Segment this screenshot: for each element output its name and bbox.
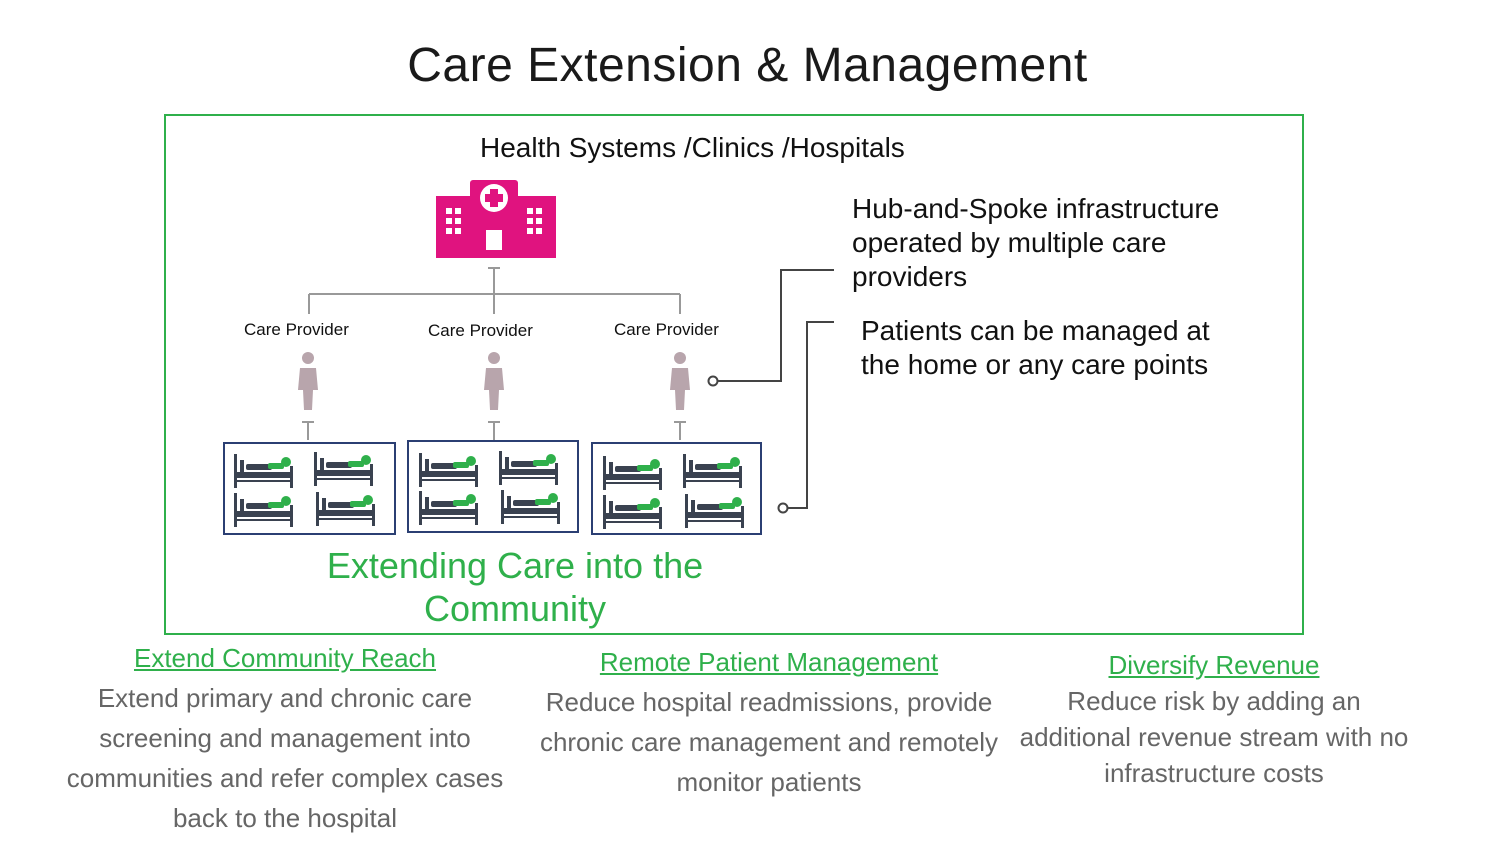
benefit-body-diversify-revenue: Reduce risk by adding an additional reve… <box>1019 686 1409 788</box>
bed-patient-icon <box>603 454 744 529</box>
benefit-heading-community-reach[interactable]: Extend Community Reach <box>133 643 437 673</box>
person-icon <box>670 352 690 410</box>
ward-box <box>407 440 579 533</box>
bed-patient-icon <box>234 452 375 527</box>
bed-patient-icon <box>419 451 560 525</box>
ward-box <box>591 442 762 535</box>
care-provider-label: Care Provider <box>428 321 533 340</box>
benefit-heading-remote-management[interactable]: Remote Patient Management <box>599 647 939 677</box>
tree-connectors <box>302 267 686 440</box>
benefit-body-remote-management: Reduce hospital readmissions, provide ch… <box>539 687 999 797</box>
person-icon <box>298 352 318 410</box>
ward-box <box>223 442 396 535</box>
care-provider-label: Care Provider <box>244 320 349 339</box>
care-provider-label: Care Provider <box>614 320 719 339</box>
callout-connectors <box>707 269 834 514</box>
benefit-body-community-reach: Extend primary and chronic care screenin… <box>66 683 504 833</box>
hub-spoke-note: Hub-and-Spoke infrastructure operated by… <box>852 193 1220 292</box>
hub-label: Health Systems /Clinics /Hospitals <box>480 132 905 163</box>
hospital-icon <box>436 180 556 258</box>
community-label: Extending Care into the Community <box>326 545 704 629</box>
diagram-frame <box>164 114 1304 635</box>
benefit-heading-diversify-revenue[interactable]: Diversify Revenue <box>1108 650 1320 680</box>
page-title: Care Extension & Management <box>407 39 1088 92</box>
person-icon <box>484 352 504 410</box>
patients-note: Patients can be managed at the home or a… <box>861 315 1210 380</box>
